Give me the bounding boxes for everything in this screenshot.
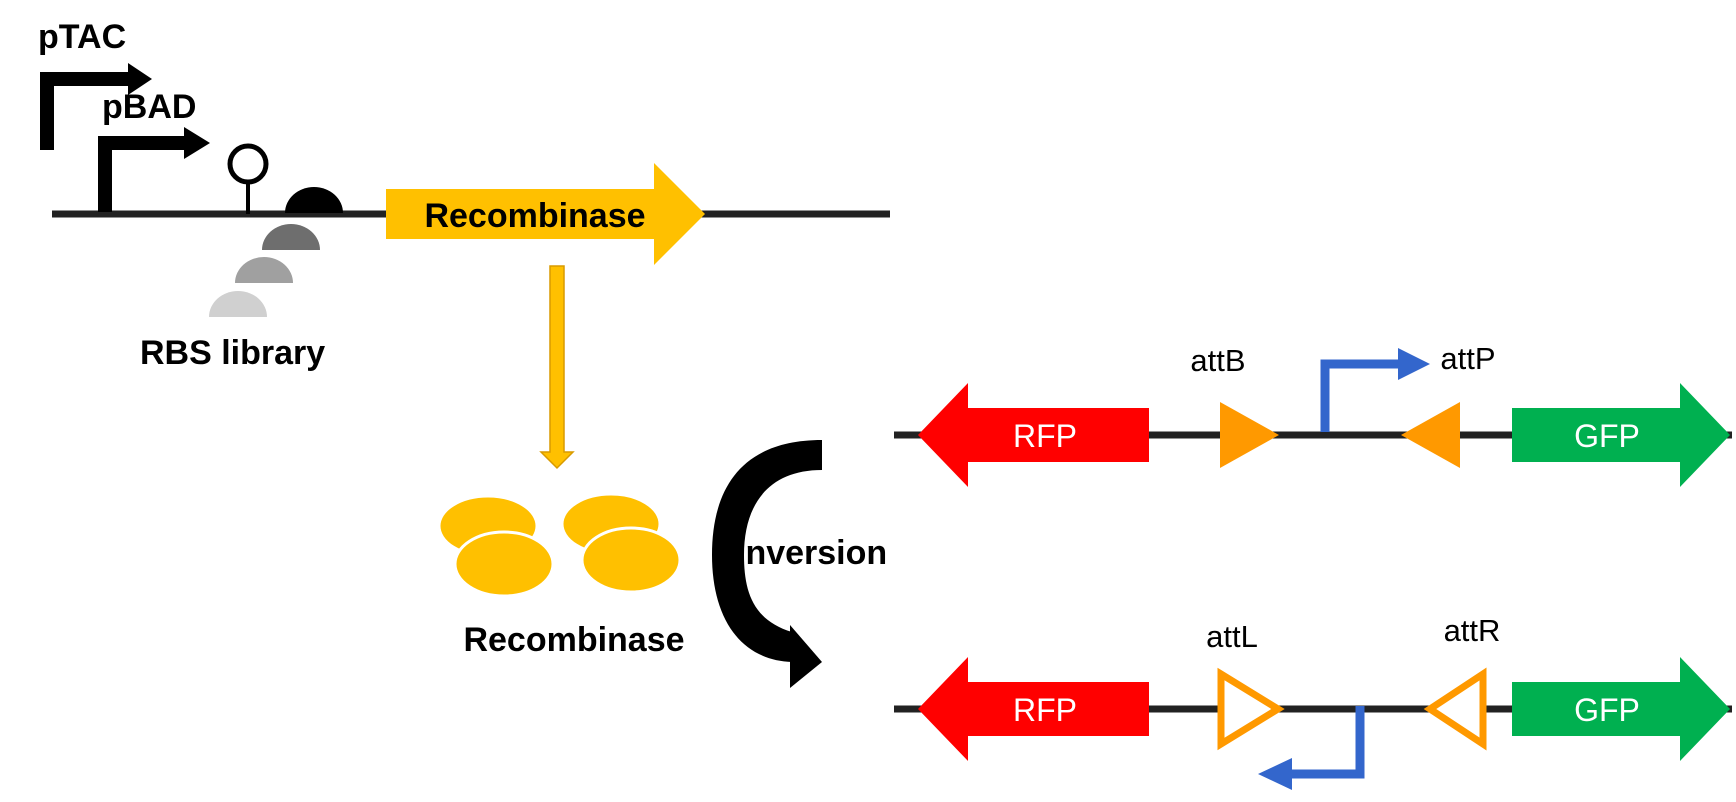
- recombinase-protein: [453, 530, 555, 598]
- attr-site-icon: [1423, 667, 1487, 751]
- gfp-label-bottom: GFP: [1574, 692, 1640, 728]
- ptac-label: pTAC: [38, 18, 126, 56]
- attb-site-icon: [1220, 402, 1279, 468]
- recombinase-protein: [580, 526, 682, 594]
- operator-icon: [227, 143, 269, 214]
- gfp-arrow-top: [1512, 383, 1730, 487]
- attr-label: attR: [1444, 613, 1501, 648]
- expression-arrow: [539, 265, 575, 470]
- recombinase-gene-label: Recombinase: [424, 197, 645, 235]
- rfp-label-bottom: RFP: [1013, 692, 1077, 728]
- ptac-promoter-icon: [40, 63, 152, 150]
- attp-site-icon: [1401, 402, 1460, 468]
- inversion-label: Inversion: [736, 534, 887, 572]
- gfp-label-top: GFP: [1574, 418, 1640, 454]
- reporter-before-inversion: RFP attB attP GFP: [894, 341, 1732, 487]
- inversion-arrow-icon: [712, 440, 822, 688]
- attb-label: attB: [1190, 343, 1245, 378]
- gfp-arrow-bottom: [1512, 657, 1730, 761]
- expression-construct: pTAC pBAD RBS library Recombinase: [38, 18, 890, 372]
- attp-label: attP: [1440, 341, 1495, 376]
- attl-site-icon: [1217, 667, 1285, 751]
- recombinase-proteins: [437, 492, 682, 598]
- pbad-promoter-icon: [98, 127, 210, 212]
- rfp-arrow-bottom: [918, 657, 1149, 761]
- rfp-arrow-top: [918, 383, 1149, 487]
- rbs-library-icon: [209, 187, 343, 317]
- attl-label: attL: [1206, 619, 1258, 654]
- pbad-label: pBAD: [102, 88, 196, 126]
- reporter-promoter-icon-top: [1320, 348, 1430, 432]
- reporter-promoter-icon-bottom: [1258, 706, 1365, 790]
- recombinase-protein-label: Recombinase: [463, 621, 684, 659]
- recombinase-gene-arrow: [386, 163, 705, 265]
- rbs-library-label: RBS library: [140, 334, 325, 372]
- rfp-label-top: RFP: [1013, 418, 1077, 454]
- reporter-after-inversion: RFP attL attR GFP: [894, 613, 1732, 790]
